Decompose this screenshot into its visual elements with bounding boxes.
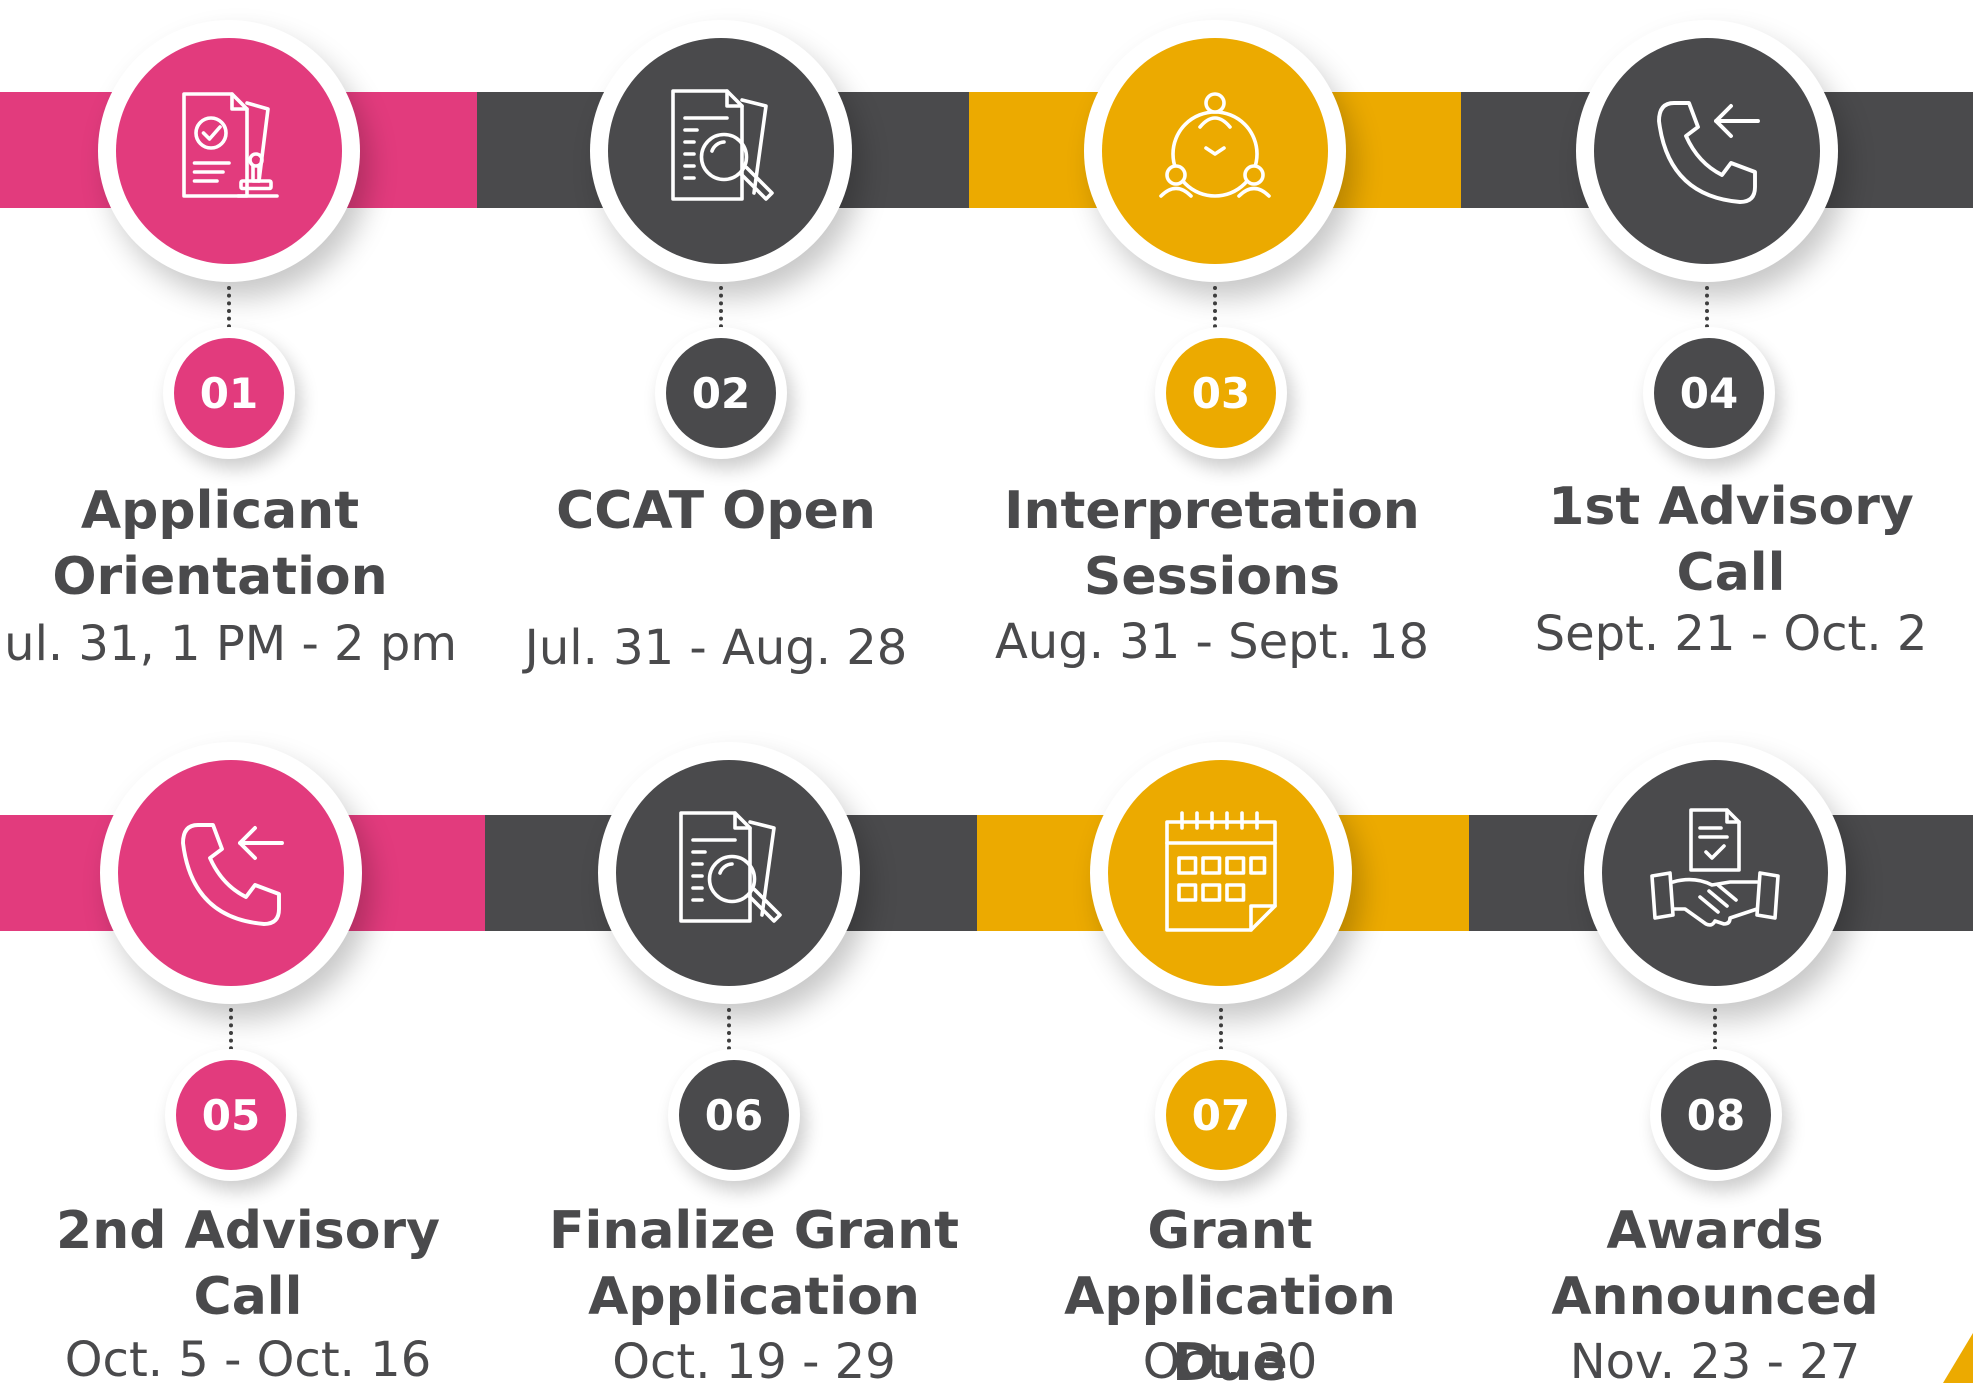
step-8-date: Nov. 23 - 27 — [1569, 1334, 1861, 1390]
document-stamp-icon — [182, 92, 279, 198]
step-2-number-badge: 02 — [655, 327, 787, 459]
step-5-icon-circle — [100, 742, 362, 1004]
phone-incoming-icon — [1657, 101, 1760, 204]
step-8-number-badge: 08 — [1650, 1049, 1782, 1181]
step-number: 05 — [176, 1060, 286, 1170]
step-number: 02 — [666, 338, 776, 448]
step-number: 08 — [1661, 1060, 1771, 1170]
step-3-number-badge: 03 — [1155, 327, 1287, 459]
connector-dotted-line — [1219, 1008, 1223, 1058]
step-6-icon-circle — [598, 742, 860, 1004]
step-number: 01 — [174, 338, 284, 448]
step-5-title: 2nd Advisory Call — [56, 1201, 440, 1327]
step-5-number-badge: 05 — [165, 1049, 297, 1181]
step-number: 07 — [1166, 1060, 1276, 1170]
connector-dotted-line — [1213, 286, 1217, 336]
step-7-icon-circle — [1090, 742, 1352, 1004]
step-8-icon-circle — [1584, 742, 1846, 1004]
corner-accent-triangle — [1943, 1333, 1973, 1383]
calendar-icon — [1165, 811, 1277, 932]
step-7-date: Oct. 30 — [1142, 1334, 1318, 1390]
step-3-date: Aug. 31 - Sept. 18 — [994, 614, 1430, 670]
step-1-title: Applicant Orientation — [52, 481, 388, 607]
document-search-icon — [679, 811, 782, 923]
step-number: 04 — [1654, 338, 1764, 448]
step-number: 06 — [679, 1060, 789, 1170]
step-4-date: Sept. 21 - Oct. 2 — [1534, 606, 1928, 662]
step-1-icon-circle — [98, 20, 360, 282]
step-6-title: Finalize Grant Application — [548, 1201, 960, 1327]
document-search-icon — [671, 89, 774, 201]
team-network-icon — [1159, 92, 1271, 198]
phone-incoming-icon — [181, 823, 284, 926]
step-2-title: CCAT Open — [556, 481, 876, 541]
step-3-title: Interpretation Sessions — [1004, 481, 1420, 607]
step-3-icon-circle — [1084, 20, 1346, 282]
step-4-title: 1st Advisory Call — [1548, 477, 1914, 603]
step-2-date: Jul. 31 - Aug. 28 — [524, 620, 908, 676]
connector-dotted-line — [727, 1008, 731, 1058]
step-4-number-badge: 04 — [1643, 327, 1775, 459]
step-2-icon-circle — [590, 20, 852, 282]
step-8-title: Awards Announced — [1551, 1201, 1879, 1327]
step-1-date: Jul. 31, 1 PM - 2 pm — [0, 616, 458, 672]
step-1-number-badge: 01 — [163, 327, 295, 459]
step-6-date: Oct. 19 - 29 — [612, 1334, 896, 1390]
step-6-number-badge: 06 — [668, 1049, 800, 1181]
connector-dotted-line — [229, 1008, 233, 1058]
connector-dotted-line — [1713, 1008, 1717, 1058]
connector-dotted-line — [719, 286, 723, 336]
step-5-date: Oct. 5 - Oct. 16 — [64, 1332, 432, 1388]
connector-dotted-line — [227, 286, 231, 336]
step-7-title: Grant Application Due — [1064, 1201, 1396, 1393]
handshake-agreement-icon — [1650, 808, 1780, 927]
connector-dotted-line — [1705, 286, 1709, 336]
step-number: 03 — [1166, 338, 1276, 448]
step-4-icon-circle — [1576, 20, 1838, 282]
step-7-number-badge: 07 — [1155, 1049, 1287, 1181]
